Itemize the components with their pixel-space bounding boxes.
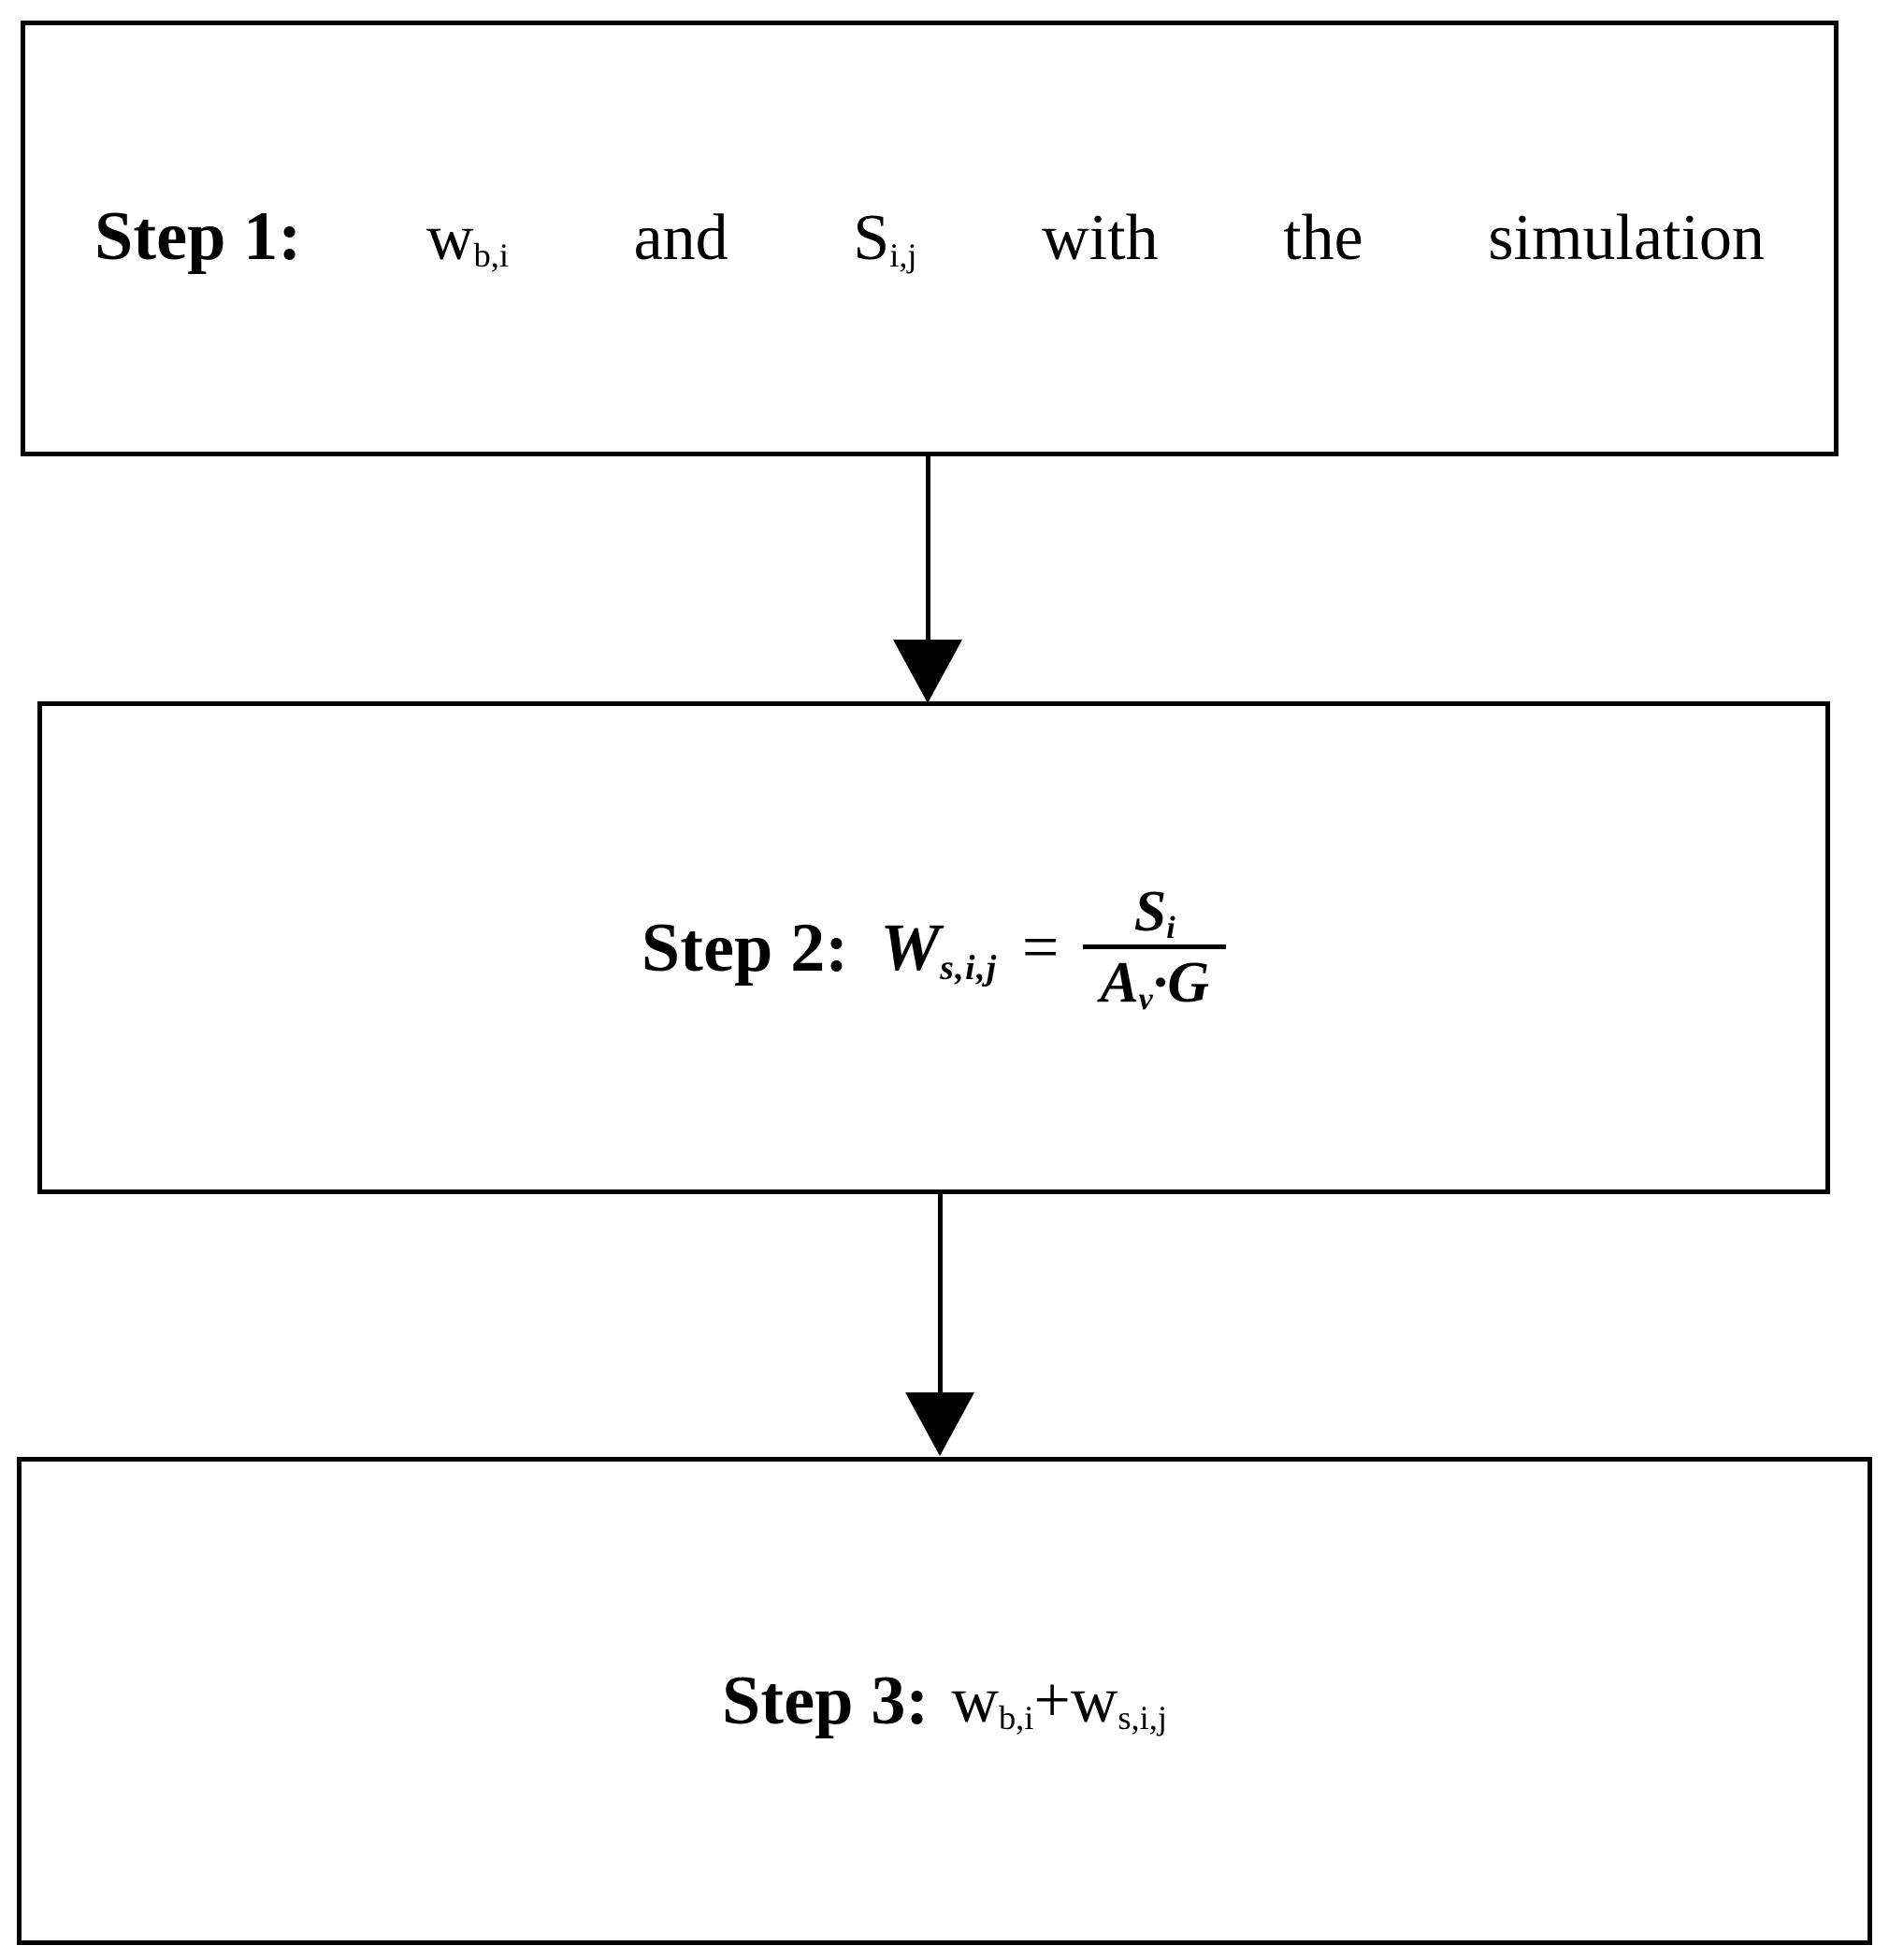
flowchart-node-step-3: Step 3: wb,i+ws,i,j (17, 1457, 1872, 1945)
step-2-numerator: Si (1118, 879, 1192, 946)
step-1-content: Step 1: wb,i and Si,j with the simulatio… (25, 201, 1834, 276)
step-1-word-the: the (1283, 202, 1363, 274)
step-2-line: Step 2: Ws,i,j = Si Av·G (111, 879, 1756, 1017)
flowchart-node-step-1: Step 1: wb,i and Si,j with the simulatio… (21, 21, 1839, 456)
step-1-label: Step 1: (94, 198, 302, 275)
step-3-expression: wb,i+ws,i,j (951, 1664, 1167, 1738)
step-1-word-and: and (633, 202, 728, 274)
step-2-denominator-tail: G (1167, 951, 1210, 1015)
step-1-variable-wb-subscript: b,i (473, 237, 509, 274)
arrow-step2-to-step3 (905, 1192, 974, 1459)
step-2-label: Step 2: (641, 909, 849, 987)
step-2-equation: Ws,i,j = Si Av·G (880, 879, 1227, 1017)
step-2-fraction: Si Av·G (1083, 879, 1227, 1017)
step-2-equals-sign: = (1021, 911, 1060, 984)
step-1-variable-s-base: S (853, 202, 890, 274)
arrowhead-down-icon (905, 1392, 974, 1456)
step-3-content: Step 3: wb,i+ws,i,j (22, 1664, 1867, 1738)
step-2-denominator-dot: · (1152, 951, 1168, 1015)
step-2-denominator: Av·G (1083, 949, 1226, 1017)
step-3-term2-subscript: s,i,j (1118, 1699, 1167, 1737)
step-3-term1-subscript: b,i (998, 1699, 1034, 1737)
step-3-term2-base: w (1070, 1665, 1118, 1737)
step-3-label: Step 3: (722, 1663, 930, 1739)
step-2-lhs-base: W (880, 910, 941, 985)
step-2-fraction-bar (1083, 944, 1227, 949)
flowchart-node-step-2: Step 2: Ws,i,j = Si Av·G (37, 701, 1830, 1194)
step-3-line: Step 3: wb,i+ws,i,j (91, 1664, 1798, 1738)
step-2-denominator-subscript: v (1138, 982, 1153, 1017)
step-1-variable-wb-base: w (425, 202, 474, 274)
step-2-numerator-base: S (1133, 879, 1167, 944)
step-3-operator: + (1033, 1665, 1071, 1737)
arrow-shaft (926, 454, 930, 641)
step-2-denominator-base: A (1100, 951, 1139, 1015)
step-2-numerator-subscript: i (1166, 911, 1175, 946)
step-2-lhs-subscript: s,i,j (940, 948, 998, 987)
arrow-step1-to-step2 (893, 454, 962, 703)
arrowhead-down-icon (893, 640, 962, 703)
step-1-variable-s-subscript: i,j (889, 237, 917, 274)
step-1-word-with: with (1042, 202, 1159, 274)
arrow-shaft (938, 1192, 943, 1394)
step-1-word-simulation: simulation (1488, 202, 1765, 274)
step-1-line: Step 1: wb,i and Si,j with the simulatio… (94, 201, 1765, 276)
step-2-content: Step 2: Ws,i,j = Si Av·G (42, 879, 1825, 1017)
step-3-term1-base: w (951, 1665, 999, 1737)
step-1-variable-wb: wb,i (426, 201, 509, 276)
step-2-lhs: Ws,i,j (880, 909, 998, 987)
step-1-variable-s: Si,j (853, 201, 916, 276)
